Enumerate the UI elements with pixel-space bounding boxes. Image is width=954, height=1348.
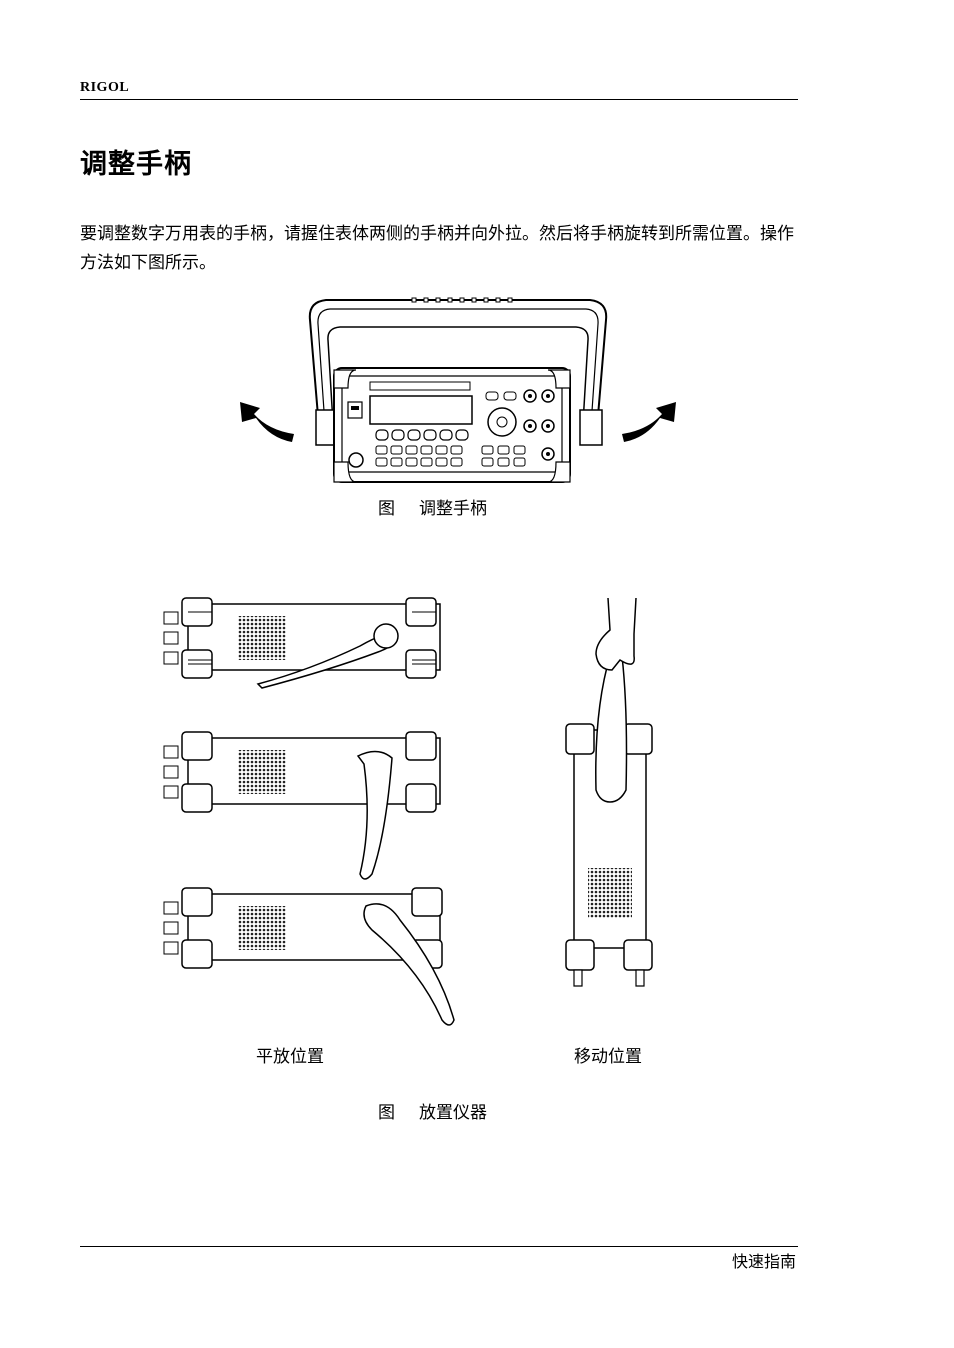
- figure2-caption-text: 放置仪器: [419, 1103, 487, 1123]
- placement-illustration: [163, 597, 653, 1026]
- figure1-caption: 图 调整手柄: [378, 494, 487, 519]
- flat-position-label: 平放位置: [256, 1047, 324, 1067]
- header-rule: [80, 99, 798, 100]
- flat-position-1: [163, 597, 441, 689]
- figure2-caption: 图 放置仪器: [378, 1098, 487, 1123]
- brand-header: RIGOL: [80, 80, 130, 95]
- footer-text: 快速指南: [731, 1252, 796, 1271]
- figure1-caption-text: 调整手柄: [419, 499, 487, 519]
- carry-position: [565, 597, 653, 987]
- carry-position-label: 移动位置: [574, 1047, 642, 1067]
- figure1-label: 图: [378, 499, 395, 519]
- footer-rule: [80, 1246, 798, 1247]
- handle-adjust-illustration: [240, 297, 676, 483]
- body-paragraph: 要调整数字万用表的手柄，请握住表体两侧的手柄并向外拉。然后将手柄旋转到所需位置。…: [80, 224, 794, 273]
- section-title: 调整手柄: [80, 149, 192, 180]
- flat-position-3: [163, 887, 455, 1026]
- figure2-label: 图: [378, 1103, 395, 1123]
- flat-position-2: [163, 731, 441, 880]
